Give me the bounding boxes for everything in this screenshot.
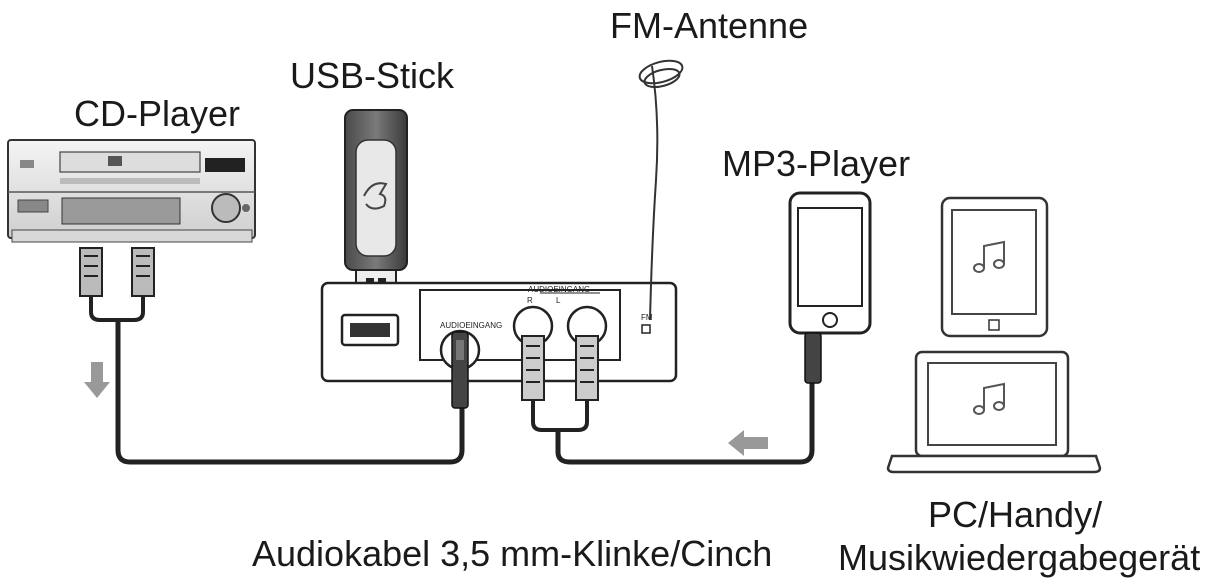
fm-antenna-icon bbox=[638, 59, 684, 321]
cd-player-icon bbox=[7, 139, 256, 243]
label-usb-stick: USB-Stick bbox=[290, 55, 455, 96]
cable-cinch-to-mp3 bbox=[555, 380, 815, 465]
mp3-player-icon bbox=[788, 191, 872, 384]
panel-label-fm: FM bbox=[641, 313, 653, 322]
label-pc-devices-line2: Musikwiedergabegerät bbox=[838, 537, 1201, 578]
label-cd-player: CD-Player bbox=[74, 93, 241, 134]
label-mp3-player: MP3-Player bbox=[722, 143, 911, 184]
usb-stick-icon bbox=[344, 109, 408, 305]
tablet-icon bbox=[940, 196, 1049, 338]
label-pc-devices-line1: PC/Handy/ bbox=[928, 494, 1103, 535]
label-fm-antenna: FM-Antenne bbox=[610, 5, 809, 46]
cd-cinch-plugs bbox=[79, 247, 155, 322]
laptop-icon bbox=[886, 350, 1102, 474]
panel-label-audio-in-cinch: AUDIOEINGANG bbox=[528, 285, 591, 294]
arrow-left-icon bbox=[728, 430, 768, 456]
device-back-panel bbox=[320, 281, 678, 383]
panel-label-right: R bbox=[527, 296, 533, 305]
arrow-down-icon bbox=[84, 362, 110, 398]
music-note-icon bbox=[973, 240, 1005, 273]
label-cable: Audiokabel 3,5 mm-Klinke/Cinch bbox=[252, 533, 773, 574]
music-note-icon bbox=[973, 382, 1005, 415]
panel-label-left: L bbox=[556, 296, 561, 305]
device-cinch-plugs bbox=[521, 335, 599, 432]
jack-plug bbox=[451, 331, 469, 409]
panel-label-audio-in-jack: AUDIOEINGANG bbox=[440, 321, 503, 330]
cable-cd-to-jack bbox=[115, 320, 465, 465]
